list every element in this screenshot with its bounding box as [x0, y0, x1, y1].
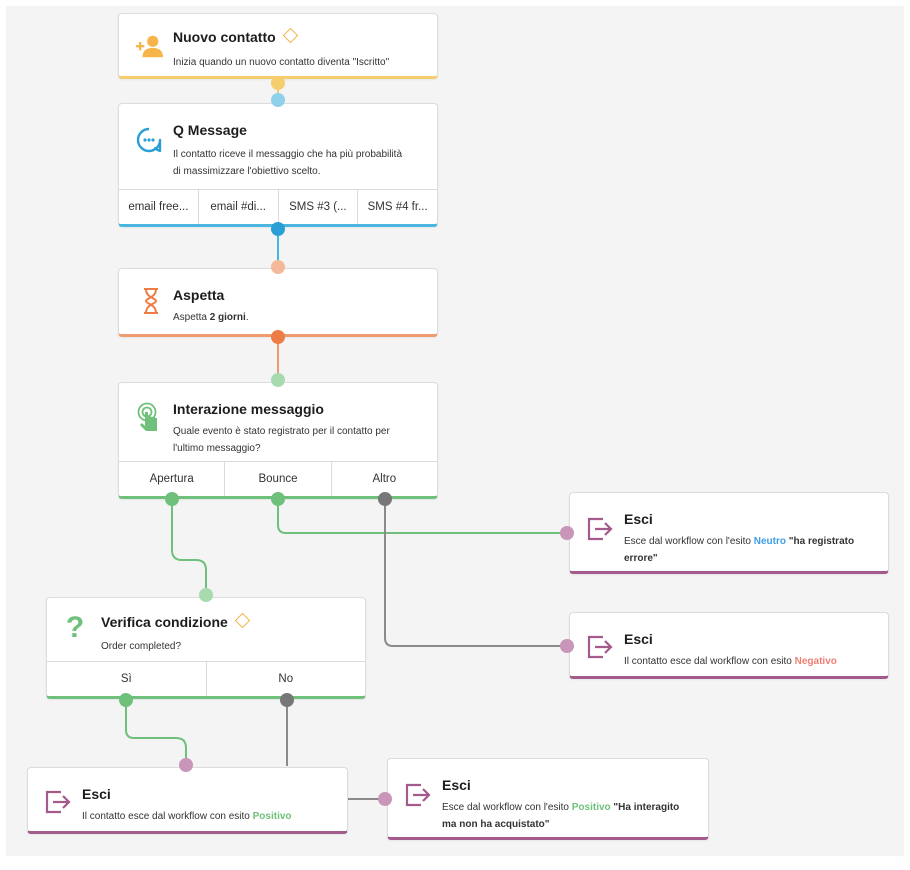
- condition-outputs: Sì No: [47, 661, 365, 696]
- output-handle[interactable]: [271, 76, 285, 90]
- condition-output-si[interactable]: Sì: [47, 662, 207, 696]
- output-handle[interactable]: [280, 693, 294, 707]
- qmessage-output-1[interactable]: email free...: [119, 190, 199, 224]
- input-handle[interactable]: [378, 792, 392, 806]
- warning-icon: [234, 612, 251, 629]
- interaction-description: Quale evento è stato registrato per il c…: [173, 426, 390, 454]
- wait-title: Aspetta: [173, 287, 225, 303]
- input-handle[interactable]: [560, 526, 574, 540]
- exit-icon: [586, 633, 614, 661]
- input-handle[interactable]: [179, 758, 193, 772]
- input-handle[interactable]: [199, 588, 213, 602]
- condition-output-no[interactable]: No: [278, 673, 294, 685]
- touch-icon: [135, 402, 163, 431]
- exit-positivo-title: Esci: [82, 786, 111, 802]
- output-handle[interactable]: [271, 492, 285, 506]
- trigger-node[interactable]: Nuovo contatto Inizia quando un nuovo co…: [118, 13, 438, 79]
- output-handle[interactable]: [378, 492, 392, 506]
- qmessage-output-2[interactable]: email #di...: [199, 190, 279, 224]
- input-handle[interactable]: [271, 260, 285, 274]
- output-handle[interactable]: [119, 693, 133, 707]
- exit-negativo-title: Esci: [624, 631, 653, 647]
- exit-icon: [586, 515, 614, 543]
- exit-negativo-node[interactable]: Esci Il contatto esce dal workflow con e…: [569, 612, 889, 679]
- interaction-title: Interazione messaggio: [173, 401, 324, 417]
- qmessage-output-3[interactable]: SMS #3 (...: [279, 190, 359, 224]
- exit-positivo-description: Il contatto esce dal workflow con esito …: [82, 811, 292, 822]
- q-message-icon: [135, 126, 163, 154]
- input-handle[interactable]: [271, 373, 285, 387]
- exit-positivo2-title: Esci: [442, 777, 471, 793]
- connector-altro-exit-negativo: [384, 500, 566, 647]
- exit-neutro-title: Esci: [624, 511, 653, 527]
- wait-node[interactable]: Aspetta Aspetta 2 giorni.: [118, 268, 438, 337]
- exit-positivo-node[interactable]: Esci Il contatto esce dal workflow con e…: [27, 767, 348, 834]
- output-handle[interactable]: [271, 222, 285, 236]
- condition-node[interactable]: ? Verifica condizione Order completed? S…: [46, 597, 366, 699]
- add-user-icon: [135, 32, 163, 60]
- connector-apertura-condition: [171, 500, 207, 594]
- exit-neutro-description: Esce dal workflow con l'esito Neutro "ha…: [624, 536, 855, 564]
- warning-icon: [282, 27, 298, 44]
- input-handle[interactable]: [271, 93, 285, 107]
- connector-bounce-exit-neutro: [277, 500, 566, 534]
- interaction-output-altro[interactable]: Altro: [372, 473, 397, 485]
- connector-si-exit-positivo: [125, 701, 187, 764]
- input-handle[interactable]: [560, 639, 574, 653]
- interaction-output-bounce[interactable]: Bounce: [225, 462, 332, 496]
- question-mark-icon: ?: [65, 611, 85, 644]
- output-handle[interactable]: [271, 330, 285, 344]
- exit-negativo-description: Il contatto esce dal workflow con esito …: [624, 656, 837, 667]
- qmessage-output-4[interactable]: SMS #4 fr...: [367, 201, 428, 213]
- exit-neutro-node[interactable]: Esci Esce dal workflow con l'esito Neutr…: [569, 492, 889, 574]
- interaction-output-apertura[interactable]: Apertura: [119, 462, 226, 496]
- trigger-title: Nuovo contatto: [173, 27, 298, 45]
- condition-description: Order completed?: [101, 641, 182, 652]
- exit-positivo2-node[interactable]: Esci Esce dal workflow con l'esito Posit…: [387, 758, 709, 840]
- qmessage-title: Q Message: [173, 122, 247, 138]
- condition-title: Verifica condizione: [101, 612, 251, 630]
- qmessage-outputs: email free... email #di... SMS #3 (... S…: [119, 189, 437, 224]
- output-handle[interactable]: [165, 492, 179, 506]
- trigger-description: Inizia quando un nuovo contatto diventa …: [173, 57, 390, 68]
- exit-positivo2-description: Esce dal workflow con l'esito Positivo "…: [442, 802, 680, 830]
- qmessage-node[interactable]: Q Message Il contatto riceve il messaggi…: [118, 103, 438, 227]
- wait-description: Aspetta 2 giorni.: [173, 312, 249, 323]
- exit-icon: [44, 788, 72, 816]
- hourglass-icon: [137, 287, 165, 315]
- qmessage-description: Il contatto riceve il messaggio che ha p…: [173, 149, 403, 177]
- exit-icon: [404, 781, 432, 809]
- interaction-outputs: Apertura Bounce Altro: [119, 461, 437, 496]
- interaction-node[interactable]: Interazione messaggio Quale evento è sta…: [118, 382, 438, 499]
